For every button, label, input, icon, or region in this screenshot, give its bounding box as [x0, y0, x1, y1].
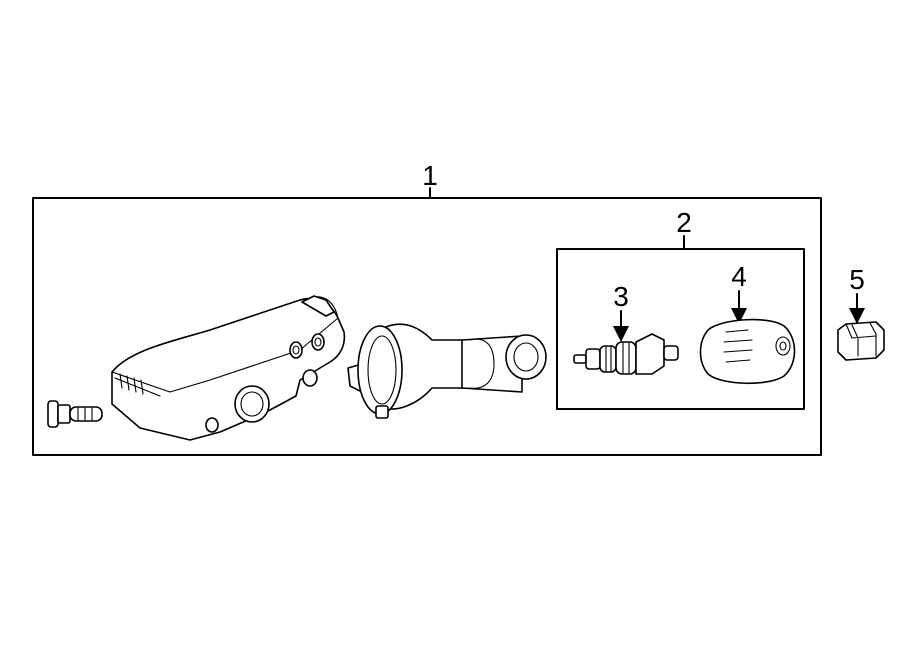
callout-4-label: 4 — [731, 261, 747, 292]
valve-cap-part — [699, 318, 796, 385]
callout-5-label: 5 — [849, 264, 865, 295]
nut-part — [837, 321, 885, 361]
callout-2-label: 2 — [676, 207, 692, 238]
kit-box — [556, 248, 805, 410]
callout-3-label: 3 — [613, 281, 629, 312]
callout-1-label: 1 — [422, 160, 438, 191]
tpms-sensor-part — [111, 295, 346, 441]
valve-core-part — [573, 333, 679, 375]
screw-part — [47, 400, 103, 428]
assembly-box — [32, 197, 822, 456]
valve-stem-part — [347, 323, 547, 419]
